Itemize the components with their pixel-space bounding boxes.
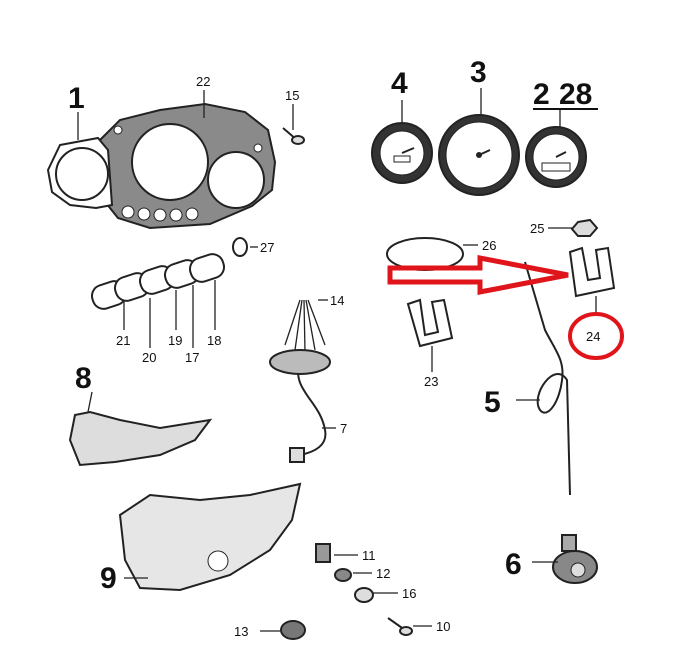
left-cover-ring bbox=[46, 136, 114, 210]
label-2: 2 bbox=[533, 78, 550, 111]
label-20: 20 bbox=[142, 350, 156, 365]
label-8: 8 bbox=[75, 362, 92, 395]
label-13: 13 bbox=[234, 624, 248, 639]
cover-9 bbox=[118, 482, 302, 592]
label-3: 3 bbox=[470, 56, 487, 89]
wiring-harness bbox=[269, 299, 331, 463]
gauge-3-tachometer bbox=[438, 114, 520, 196]
screw-10 bbox=[387, 617, 413, 636]
nut-25 bbox=[570, 218, 599, 237]
speedo-drive-6 bbox=[552, 534, 598, 584]
label-5: 5 bbox=[484, 386, 501, 419]
clip-11 bbox=[315, 543, 331, 563]
label-23: 23 bbox=[424, 374, 438, 389]
label-21: 21 bbox=[116, 333, 130, 348]
gauge-4 bbox=[371, 122, 433, 184]
o-ring-27 bbox=[232, 237, 248, 257]
cover-8 bbox=[68, 410, 213, 467]
label-12: 12 bbox=[376, 566, 390, 581]
label-22: 22 bbox=[196, 74, 210, 89]
bezel-ring-26 bbox=[386, 237, 464, 271]
label-7: 7 bbox=[340, 421, 347, 436]
label-9: 9 bbox=[100, 562, 117, 595]
bracket-23 bbox=[406, 298, 454, 348]
leader-lines bbox=[77, 88, 597, 632]
label-24: 24 bbox=[586, 329, 600, 344]
label-19: 19 bbox=[168, 333, 182, 348]
bulb-sockets bbox=[90, 253, 226, 310]
label-28: 28 bbox=[559, 78, 592, 111]
label-4: 4 bbox=[391, 67, 408, 100]
label-25: 25 bbox=[530, 221, 544, 236]
nut-12 bbox=[334, 568, 352, 582]
instrument-panel-frame bbox=[98, 102, 277, 230]
label-26: 26 bbox=[482, 238, 496, 253]
speedometer-cable bbox=[524, 261, 571, 496]
highlight-circle-24 bbox=[568, 312, 624, 360]
label-18: 18 bbox=[207, 333, 221, 348]
label-10: 10 bbox=[436, 619, 450, 634]
highlight-arrow bbox=[387, 254, 569, 296]
bracket-24 bbox=[568, 246, 616, 298]
label-11: 11 bbox=[362, 548, 376, 563]
label-17: 17 bbox=[185, 350, 199, 365]
label-14: 14 bbox=[330, 293, 344, 308]
label-15: 15 bbox=[285, 88, 299, 103]
washer-16 bbox=[354, 587, 374, 603]
label-27: 27 bbox=[260, 240, 274, 255]
label-6: 6 bbox=[505, 548, 522, 581]
label-16: 16 bbox=[402, 586, 416, 601]
screw-15 bbox=[282, 127, 305, 145]
grommet-13 bbox=[280, 620, 306, 640]
label-1: 1 bbox=[68, 82, 85, 115]
gauge-28-speedometer bbox=[525, 126, 587, 188]
